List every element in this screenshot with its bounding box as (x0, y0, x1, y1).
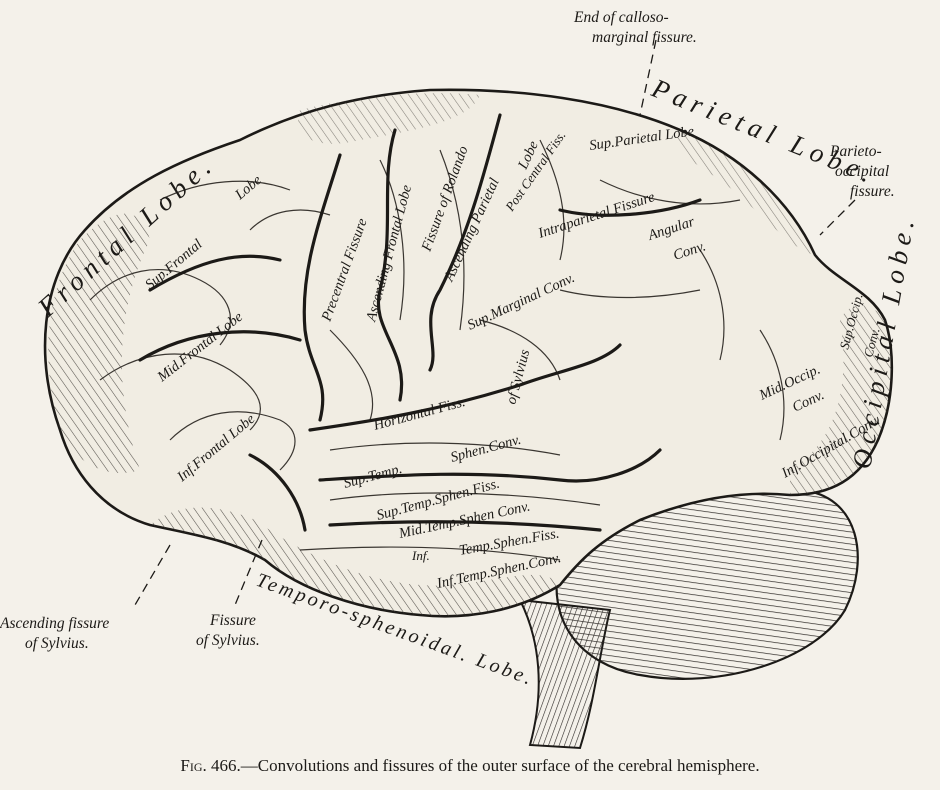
calloso-marginal-leader (639, 39, 657, 116)
sylvius-leader (234, 539, 263, 606)
parieto-occipital-leader (819, 199, 856, 236)
parieto-occipital-label-1: Parieto- (829, 143, 882, 160)
ascending-sylvius-leader (134, 544, 171, 606)
sylvius-label-1: Fissure (209, 612, 256, 629)
parieto-occipital-label-3: fissure. (850, 183, 895, 200)
ascending-sylvius-label-1: Ascending fissure (0, 615, 109, 632)
caption-text: —Convolutions and fissures of the outer … (240, 756, 760, 775)
figure-caption: Fig. 466.—Convolutions and fissures of t… (0, 756, 940, 776)
inf-temp-fissure-label: Inf. (411, 548, 430, 563)
sylvius-label-2: of Sylvius. (196, 632, 260, 649)
sup-occipital-conv-label: Conv. (860, 326, 882, 359)
parieto-occipital-label-2: occipital (835, 163, 889, 180)
calloso-marginal-label-1: End of calloso- (573, 9, 669, 26)
figure-number: Fig. 466. (180, 756, 241, 775)
ascending-sylvius-label-2: of Sylvius. (25, 635, 89, 652)
calloso-marginal-label-2: marginal fissure. (592, 29, 697, 46)
